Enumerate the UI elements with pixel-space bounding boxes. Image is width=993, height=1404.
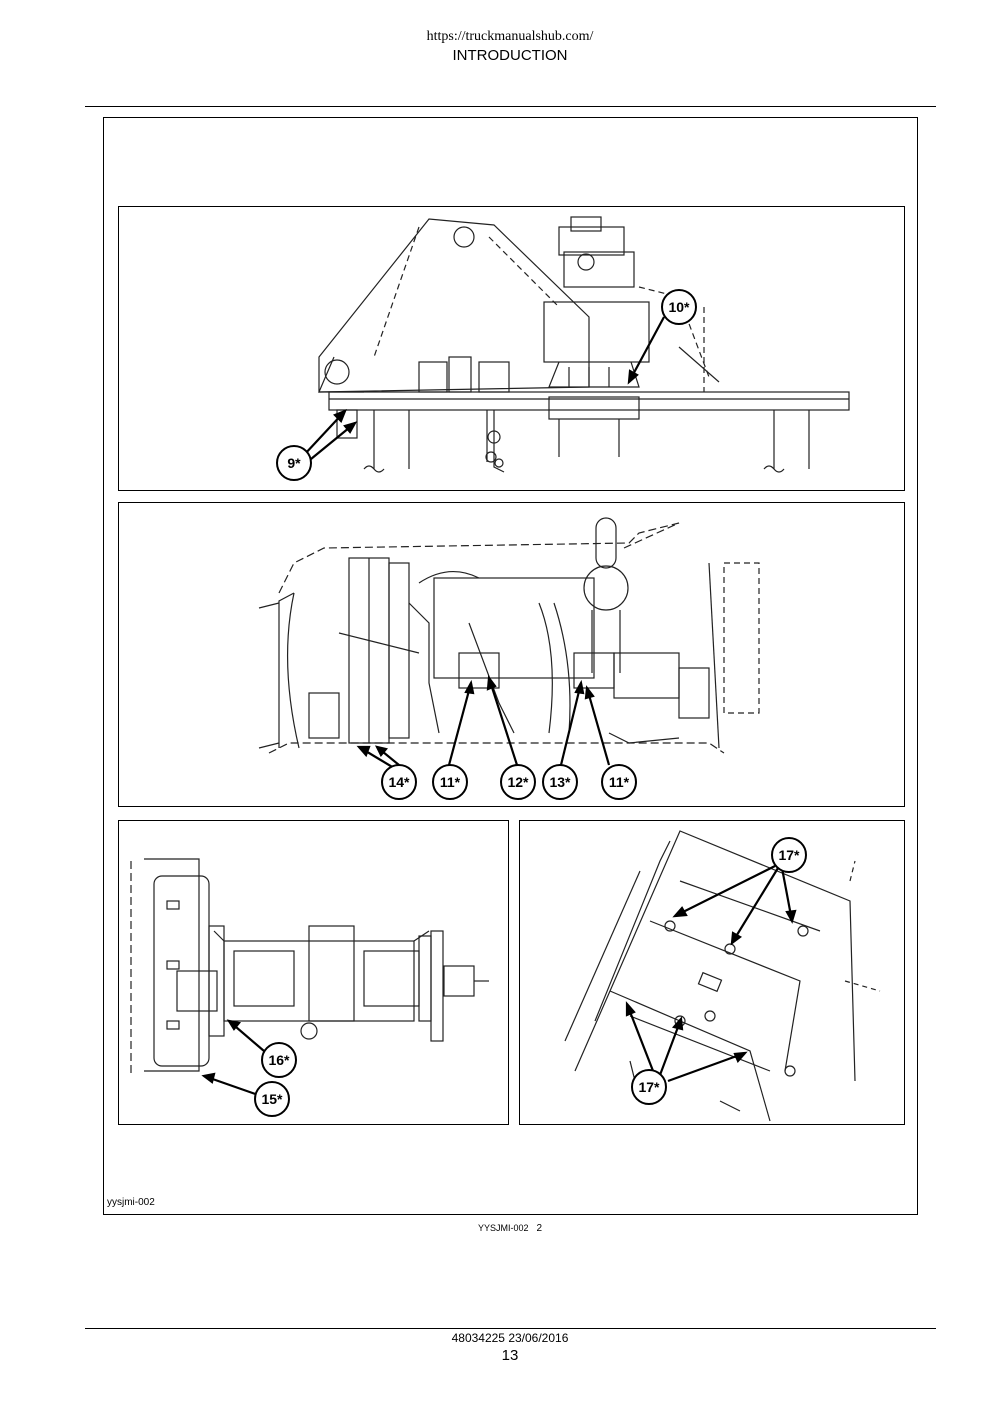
- figure-reference-code: YYSJMI-002: [477, 1223, 529, 1233]
- hydraulic-pump-drawing: 16* 15*: [130, 858, 489, 1117]
- callout-9-label: 9*: [287, 455, 301, 471]
- callout-9: [276, 445, 312, 481]
- callout-17-top-label: 17*: [778, 847, 800, 863]
- callout-15-label: 15*: [261, 1091, 283, 1107]
- panel-upper-structure: 9* 10*: [118, 206, 905, 491]
- callout-11b-label: 11*: [609, 774, 630, 790]
- header-url: https://truckmanualshub.com/: [426, 29, 594, 44]
- figure-reference: YYSJMI-002 2: [0, 1223, 993, 1234]
- footer-rule: [85, 1328, 936, 1329]
- callout-14: [381, 764, 417, 800]
- callout-11b: [601, 764, 637, 800]
- callout-12: [500, 764, 536, 800]
- callout-16-label: 16*: [268, 1052, 290, 1068]
- figure-frame: [103, 117, 918, 1215]
- figure-reference-number: 2: [536, 1223, 543, 1234]
- callout-12-label: 12*: [507, 774, 529, 790]
- header-section-title: INTRODUCTION: [452, 47, 568, 64]
- figure-code: yysjmi-002: [107, 1197, 155, 1208]
- footer-page-number: 13: [501, 1347, 519, 1364]
- callout-10: [661, 289, 697, 325]
- undercover-drawing: 17* 17*: [564, 830, 881, 1122]
- callout-15: [254, 1081, 290, 1117]
- callout-10-label: 10*: [668, 299, 690, 315]
- engine-bay-drawing: 14* 11* 12* 13* 11*: [258, 517, 760, 800]
- callout-13: [542, 764, 578, 800]
- callout-11a: [432, 764, 468, 800]
- panel-undercover: 17* 17*: [519, 820, 905, 1125]
- header-rule: [85, 106, 936, 107]
- callout-14-label: 14*: [388, 774, 410, 790]
- panel-hydraulic-pump: 16* 15*: [118, 820, 509, 1125]
- callout-17-bottom-label: 17*: [638, 1079, 660, 1095]
- panel-engine-bay: 14* 11* 12* 13* 11*: [118, 502, 905, 807]
- callout-17-bottom: [631, 1069, 667, 1105]
- upper-structure-drawing: 9* 10*: [276, 216, 850, 481]
- footer-doc-id: 48034225 23/06/2016: [451, 1331, 569, 1345]
- callout-11a-label: 11*: [440, 774, 461, 790]
- callout-16: [261, 1042, 297, 1078]
- callout-13-label: 13*: [549, 774, 571, 790]
- callout-17-top: [771, 837, 807, 873]
